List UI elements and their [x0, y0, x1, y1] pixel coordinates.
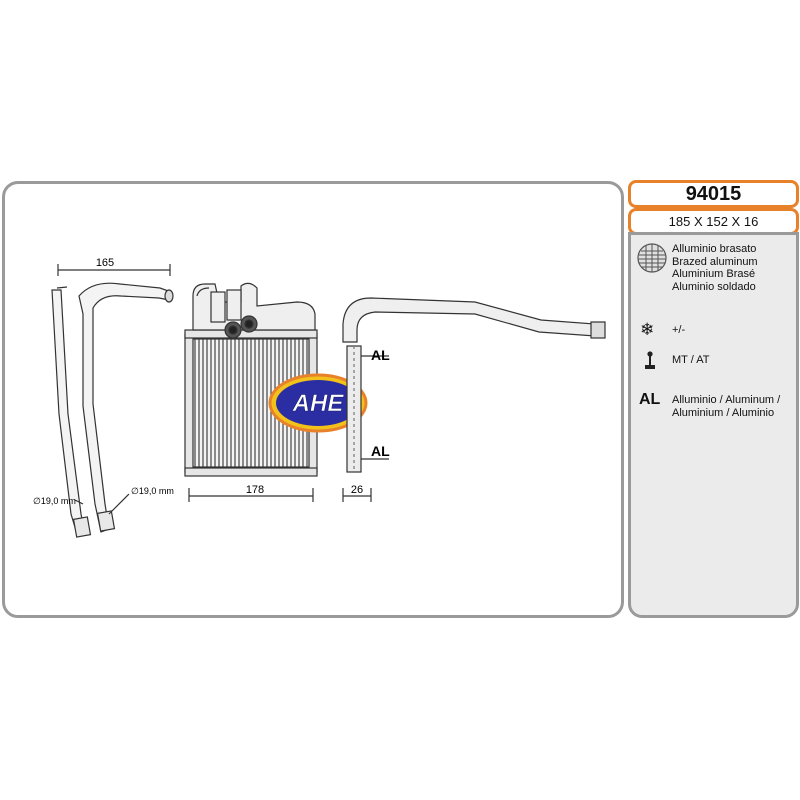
material-description: Alluminio brasato Brazed aluminum Alumin… [672, 243, 758, 293]
product-dimensions: 185 X 152 X 16 [668, 214, 759, 229]
aluminum-description: Alluminio / Aluminum / Aluminium / Alumi… [672, 394, 780, 420]
gear-lever-icon [645, 351, 655, 369]
side-view [342, 297, 606, 502]
tolerance-text: +/- [672, 324, 686, 336]
snowflake-icon: ❄ [640, 320, 655, 339]
drawing-panel: 165 ∅19,0 mm ∅19,0 mm 178 26 AL AL AHE [2, 181, 624, 618]
info-panel: Alluminio brasato Brazed aluminum Alumin… [628, 232, 799, 618]
al-line: Alluminio / Aluminum / [672, 394, 781, 406]
product-dimensions-box: 185 X 152 X 16 [628, 208, 799, 235]
technical-drawing: 165 ∅19,0 mm ∅19,0 mm 178 26 AL AL AHE [33, 257, 606, 538]
brazed-core-icon [637, 243, 667, 273]
core-width: 178 [246, 484, 264, 496]
left-pipe-view [51, 264, 174, 538]
product-code: 94015 [685, 182, 742, 205]
material-label-lower: AL [371, 443, 390, 459]
material-line: Aluminio soldado [672, 280, 756, 293]
ahe-logo [268, 373, 368, 433]
pipe-diameter-right: ∅19,0 mm [131, 486, 174, 496]
al-symbol: AL [639, 391, 661, 408]
product-code-box: 94015 [628, 180, 799, 208]
material-label-upper: AL [371, 347, 390, 363]
transmission-text: MT / AT [672, 354, 710, 366]
core-depth: 26 [351, 484, 363, 496]
dim-top-width: 165 [96, 257, 114, 269]
logo-text: AHE [292, 390, 345, 417]
material-line: Brazed aluminum [672, 255, 758, 268]
pipe-diameter-left: ∅19,0 mm [33, 496, 76, 506]
material-line: Alluminio brasato [672, 243, 757, 255]
al-line: Aluminium / Aluminio [672, 407, 775, 419]
material-line: Aluminium Brasé [672, 268, 756, 280]
